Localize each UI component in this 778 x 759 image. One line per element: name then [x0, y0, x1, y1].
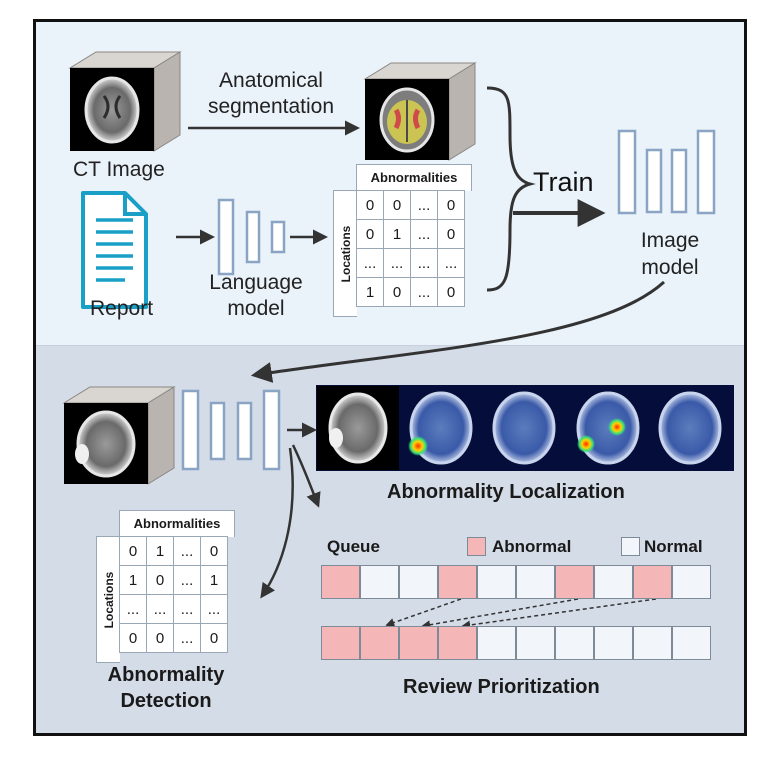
language-model-label-line1: Language — [209, 271, 303, 294]
bottom-table-side-label: Locations — [101, 571, 116, 628]
table-row: 0 0 ... 0 — [119, 623, 228, 653]
top-label-table: 0 0 ... 0 0 1 ... 0 ... ... ... ... 1 0 … — [356, 190, 465, 307]
legend-normal-swatch — [621, 537, 640, 556]
table-cell: ... — [410, 248, 438, 278]
table-row: 0 1 ... 0 — [356, 219, 465, 249]
panel-divider — [36, 345, 744, 346]
queue-cell-normal — [633, 626, 672, 660]
detection-arrow — [260, 447, 294, 599]
localization-label: Abnormality Localization — [387, 481, 625, 503]
queue-cell-normal — [516, 626, 555, 660]
queue-cell-normal — [555, 626, 594, 660]
bottom-table-side: Locations — [96, 536, 120, 663]
table-cell: ... — [146, 594, 174, 624]
queue-cell-normal — [516, 565, 555, 599]
queue-cell-abnormal — [321, 565, 360, 599]
table-cell: 0 — [437, 190, 465, 220]
detection-label-line2: Detection — [120, 690, 212, 712]
prioritization-label: Review Prioritization — [403, 676, 600, 698]
table-cell: 1 — [383, 219, 411, 249]
legend-normal-label: Normal — [644, 537, 703, 556]
table-cell: 0 — [146, 623, 174, 653]
bottom-detection-table: 0 1 ... 0 1 0 ... 1 ... ... ... ... 0 0 … — [119, 536, 228, 653]
queue-cell-normal — [594, 626, 633, 660]
queue-cell-normal — [399, 565, 438, 599]
table-cell: 1 — [119, 565, 147, 595]
legend-abnormal-label: Abnormal — [492, 537, 572, 556]
table-cell: 1 — [146, 536, 174, 566]
image-model-label-line2: model — [641, 256, 699, 279]
queue-cell-normal — [477, 565, 516, 599]
table-cell: 1 — [200, 565, 228, 595]
top-table-side: Locations — [333, 190, 357, 317]
heatmap-slice-3 — [576, 391, 640, 465]
curly-brace-icon — [486, 86, 536, 292]
table-cell: ... — [173, 623, 201, 653]
segmentation-label-line2: segmentation — [207, 95, 335, 118]
table-row: 0 1 ... 0 — [119, 536, 228, 566]
table-row: 1 0 ... 0 — [356, 277, 465, 307]
table-cell: 0 — [383, 277, 411, 307]
detection-label-line1: Abnormality — [107, 664, 225, 686]
table-cell: 0 — [437, 277, 465, 307]
image-model-icon — [617, 129, 716, 215]
deploy-arrow — [250, 280, 666, 383]
ct-volume-icon — [68, 51, 182, 152]
image-model-icon — [181, 389, 281, 471]
table-cell: 0 — [437, 219, 465, 249]
top-table-header: Abnormalities — [356, 164, 472, 191]
queue-cell-normal — [477, 626, 516, 660]
table-row: 0 0 ... 0 — [356, 190, 465, 220]
heatmap-slice-2 — [492, 391, 556, 465]
segmentation-label-line1: Anatomical — [219, 69, 323, 92]
segmented-ct-volume-icon — [363, 62, 477, 161]
image-model-label-line1: Image — [640, 229, 700, 252]
queue-cell-abnormal — [555, 565, 594, 599]
table-cell: ... — [173, 565, 201, 595]
document-icon — [81, 191, 148, 309]
legend-abnormal-swatch — [467, 537, 486, 556]
queue-cell-abnormal — [633, 565, 672, 599]
table-cell: ... — [383, 248, 411, 278]
reorder-arrows — [385, 598, 657, 630]
queue-cell-abnormal — [438, 626, 477, 660]
heatmap-slice-1 — [408, 391, 473, 465]
queue-cell-normal — [672, 626, 711, 660]
ct-image-label: CT Image — [73, 158, 165, 181]
table-cell: 0 — [200, 536, 228, 566]
report-label: Report — [90, 297, 154, 320]
queue-cell-normal — [360, 565, 399, 599]
prioritization-arrow — [291, 444, 321, 508]
table-cell: ... — [173, 536, 201, 566]
queue-label: Queue — [327, 537, 380, 556]
table-cell: 0 — [119, 536, 147, 566]
language-model-icon — [217, 198, 286, 276]
table-row: 1 0 ... 1 — [119, 565, 228, 595]
queue-cell-normal — [672, 565, 711, 599]
table-cell: ... — [200, 594, 228, 624]
train-label: Train — [533, 167, 594, 197]
table-cell: 0 — [119, 623, 147, 653]
language-model-label-line2: model — [227, 297, 285, 320]
queue-cell-abnormal — [360, 626, 399, 660]
table-cell: 1 — [356, 277, 384, 307]
table-cell: ... — [119, 594, 147, 624]
queue-cell-normal — [594, 565, 633, 599]
queue-cell-abnormal — [438, 565, 477, 599]
bottom-table-header: Abnormalities — [119, 510, 235, 537]
table-cell: 0 — [146, 565, 174, 595]
heatmap-slice-4 — [658, 391, 722, 465]
queue-cell-abnormal — [399, 626, 438, 660]
table-cell: ... — [173, 594, 201, 624]
ct-volume-icon — [62, 386, 176, 485]
table-row: ... ... ... ... — [119, 594, 228, 624]
queue-cell-abnormal — [321, 626, 360, 660]
ct-slice-original — [317, 386, 399, 470]
table-cell: 0 — [200, 623, 228, 653]
